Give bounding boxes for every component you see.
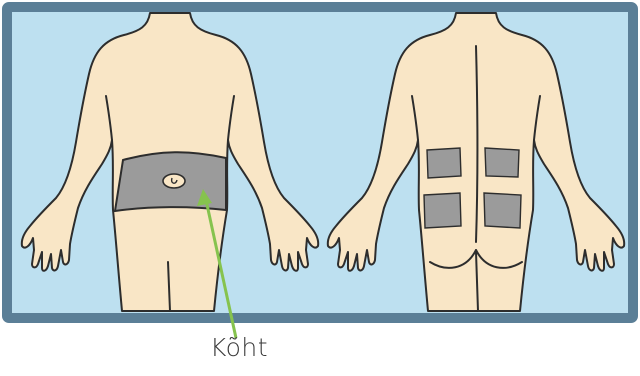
upper-left-back-zone <box>427 148 461 178</box>
navel-icon <box>163 174 185 188</box>
lower-left-back-zone <box>424 193 461 228</box>
lower-right-back-zone <box>484 193 521 228</box>
abdomen-label: Kõht <box>189 333 289 363</box>
upper-right-back-zone <box>485 148 519 177</box>
